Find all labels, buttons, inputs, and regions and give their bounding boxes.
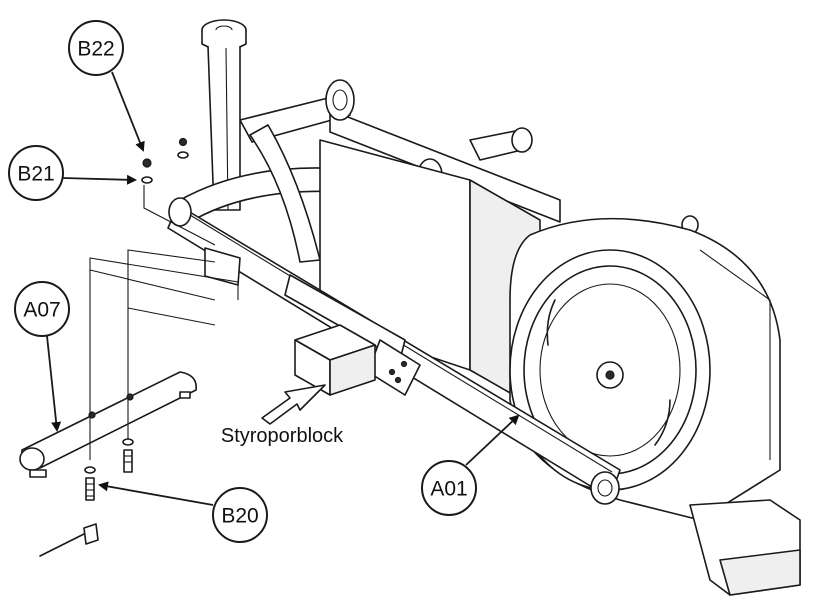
assembly-guide-lines <box>89 185 239 460</box>
callout-a01: A01 <box>421 414 520 516</box>
callout-b22: B22 <box>68 20 145 152</box>
callout-b21-text: B21 <box>17 163 54 186</box>
upper-bolt-pair <box>177 137 189 159</box>
rear-cross-tube <box>329 109 561 223</box>
flywheel-shroud <box>509 217 781 521</box>
rear-base <box>689 499 801 596</box>
callout-b22-text: B22 <box>77 38 114 61</box>
bolt-right <box>122 438 134 473</box>
callout-a01-text: A01 <box>430 478 467 501</box>
callout-b20-text: B20 <box>221 505 258 528</box>
console-mast <box>201 19 247 211</box>
bolt-b20 <box>84 466 96 501</box>
washer-b21 <box>141 176 153 184</box>
block-arrow-icon <box>261 384 326 425</box>
front-stabilizer <box>19 371 197 478</box>
bolt-b22 <box>142 158 152 168</box>
callout-b21: B21 <box>8 145 137 201</box>
styroporblock-label: Styroporblock <box>221 425 344 447</box>
elliptical-main-frame <box>167 19 801 596</box>
callout-a07: A07 <box>14 281 70 432</box>
callout-a07-text: A07 <box>23 299 60 322</box>
styropor-block <box>294 324 376 396</box>
callout-b20: B20 <box>98 481 268 543</box>
allen-wrench-icon <box>39 523 99 557</box>
